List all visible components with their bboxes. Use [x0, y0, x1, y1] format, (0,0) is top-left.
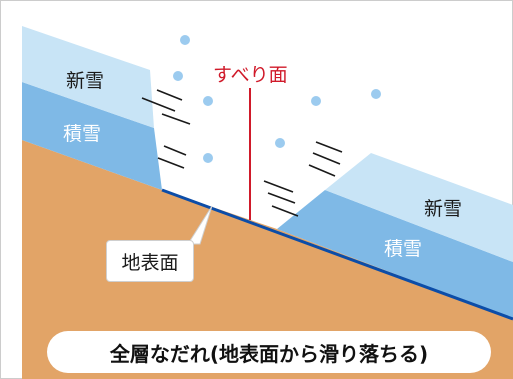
accumulated-snow-lower	[277, 190, 513, 319]
accumulated-snow-upper-label: 積雪	[63, 123, 102, 145]
ground-surface-line	[161, 188, 513, 321]
accumulated-snow-lower-label: 積雪	[384, 238, 423, 260]
ground-surface-label: 地表面	[106, 240, 194, 282]
snow-particle	[203, 96, 213, 106]
motion-lines	[141, 89, 343, 217]
motion-line	[156, 89, 183, 101]
motion-line	[308, 164, 336, 177]
snow-particle	[173, 71, 183, 81]
motion-line	[312, 152, 341, 165]
snow-particle	[203, 153, 213, 163]
snow-particles	[173, 35, 381, 163]
new-snow-upper-label: 新雪	[66, 70, 105, 92]
new-snow-lower	[325, 153, 513, 262]
ground-layer	[22, 140, 513, 379]
motion-line	[263, 180, 294, 193]
new-snow-upper	[22, 26, 154, 128]
snow-particle	[180, 35, 190, 45]
motion-line	[141, 97, 176, 112]
accumulated-snow-upper	[22, 82, 162, 190]
caption: 全層なだれ(地表面から滑り落ちる)	[47, 331, 491, 373]
motion-line	[271, 205, 299, 217]
new-snow-lower-label: 新雪	[424, 198, 463, 220]
snow-particle	[311, 96, 321, 106]
ground-label-pointer	[187, 205, 213, 245]
motion-line	[161, 113, 191, 125]
motion-line	[157, 157, 185, 169]
snow-particle	[275, 138, 285, 148]
motion-line	[315, 141, 343, 153]
snow-particle	[371, 89, 381, 99]
motion-line	[163, 145, 187, 156]
motion-line	[267, 192, 296, 204]
slip-surface-label: すべり面	[213, 64, 288, 86]
